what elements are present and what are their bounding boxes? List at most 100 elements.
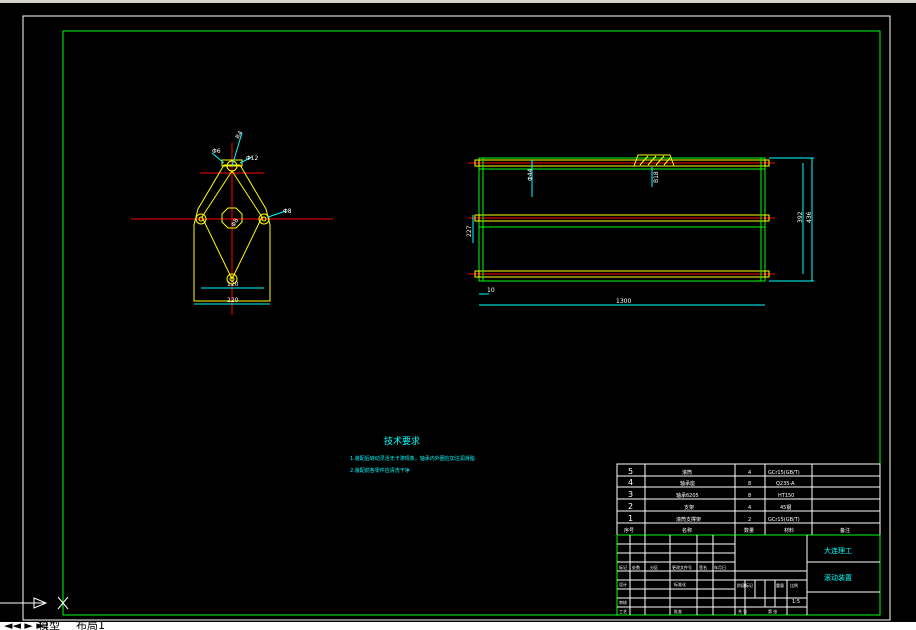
side-dim-slot: B18 [653,171,660,183]
side-dim-right-outer-label: 436 [806,211,813,223]
bom-row-1-qty: 2 [748,517,751,523]
tb-label-weight: 重量 [776,582,784,588]
tb-label-sign: 签名 [699,564,707,570]
bom-row-2-material: 45钢 [780,504,791,511]
bom-table[interactable]: 5 滚筒 4 GCr15(GB/T) 4 轴承座 8 Q235-A 3 轴承62… [616,463,881,536]
bom-row-1-material: GCr15(GB/T) [768,517,800,523]
ucs-x-arrow-icon [33,597,48,609]
front-hole-right-inner [261,216,267,222]
bom-header-name: 名称 [682,527,692,534]
tb-label-doc: 更改文件号 [672,564,692,570]
front-dim-side-hole: Φ8 [283,208,292,215]
ucs-icon [0,596,69,610]
tb-label-date: 年月日 [714,564,726,570]
bom-row-5-name: 滚筒 [682,469,692,476]
front-dim-slot: Φ6 [212,148,221,155]
side-dim-height-top: Φ44 [527,168,534,181]
front-center-octagon [221,207,243,229]
front-inner-diamond [201,170,263,281]
title-block[interactable]: 大连理工 滚动装置 标记 处数 分区 更改文件号 签名 年月日 设计 标准化 阶… [616,534,881,616]
bom-row-3-name: 轴承6205 [676,492,699,499]
bom-row-2-qty: 4 [748,505,751,511]
bom-row-2-name: 支架 [684,504,694,511]
front-hole-left-inner [198,216,204,222]
front-leader-hole [239,156,253,164]
tb-label-sheets: 共 张 [738,608,747,614]
notes-line-2: 2.装配前各零件应清洗干净 [350,467,410,474]
bom-row-4-no: 4 [628,478,633,487]
side-nut-ml [474,214,480,222]
bom-header-remark: 备注 [840,527,850,534]
side-nut-mr [764,214,770,222]
side-bracket-hatch-1 [639,155,649,166]
side-nut-tl [474,159,480,167]
notes-title: 技术要求 [384,435,420,447]
side-dim-height-mid: 227 [466,225,473,237]
tb-label-mark: 标记 [619,564,627,570]
front-hole-left [195,213,207,225]
bom-header-material: 材料 [784,527,794,534]
bom-row-1-no: 1 [628,514,633,523]
layout-tab-strip: ◄◄ ► ►| 模型 布局1 [0,622,916,630]
front-dim-bottom-inner: 120 [227,281,239,288]
tb-label-sheet: 第 张 [768,608,777,614]
window-top-edge [0,0,916,3]
tb-label-standard: 标准化 [674,581,686,587]
tb-label-review: 审核 [619,599,627,605]
side-nut-br [764,270,770,278]
bom-row-3-material: HT150 [778,493,794,499]
cad-canvas: R4 Φ6 Φ12 Φ8 Φ8 120 220 [0,15,891,621]
technical-requirements: 技术要求 1.装配后转动灵活无卡滞现象，轴承内外圈应加注润滑脂 2.装配前各零件… [350,435,475,474]
bom-header-no: 序号 [624,527,634,534]
tb-drawing-name: 滚动装置 [824,573,852,582]
front-dim-pin: R4 [234,130,244,141]
tb-label-stage: 阶段标记 [737,582,753,588]
side-frame-rect [478,157,766,282]
bom-row-5-qty: 4 [748,470,751,476]
tb-label-design: 设计 [619,581,627,587]
drawing-frame [62,30,881,616]
bom-row-4-material: Q235-A [776,481,795,487]
side-bracket-hatch-3 [655,155,665,166]
bom-header-qty: 数量 [744,527,754,534]
side-dim-right-inner-label: 392 [797,211,804,223]
tab-nav-arrows[interactable]: ◄◄ ► ►| [4,622,49,630]
side-nut-tr [764,159,770,167]
ucs-cross-b [57,596,69,610]
side-dim-total-length: 1300 [616,298,631,305]
bom-row-5-no: 5 [628,467,633,476]
tb-label-count: 处数 [632,564,640,570]
front-leader-slot [211,152,225,164]
front-dim-top-hole: Φ12 [246,155,259,162]
tb-label-approve: 批准 [674,608,682,614]
bom-row-4-qty: 8 [748,481,751,487]
tb-scale-value: 1:5 [792,599,800,605]
front-hole-bottom-inner [229,276,235,282]
side-top-bracket [633,154,675,167]
tab-layout-1[interactable]: 布局1 [76,622,105,630]
tab-model[interactable]: 模型 [38,622,60,630]
side-nut-bl [474,270,480,278]
tb-label-process: 工艺 [619,609,627,614]
notes-line-1: 1.装配后转动灵活无卡滞现象，轴承内外圈应加注润滑脂 [350,455,475,462]
side-bracket-hatch-2 [647,155,657,166]
cad-drawing-viewport[interactable]: R4 Φ6 Φ12 Φ8 Φ8 120 220 [0,3,916,622]
front-dim-center-hole: Φ8 [230,217,240,228]
bom-row-4-name: 轴承座 [680,480,695,487]
front-hole-right [258,213,270,225]
side-view[interactable]: Φ44 227 B18 392 436 10 1300 [466,154,814,306]
sheet-outer-border [22,15,891,621]
front-hole-bottom [226,273,238,285]
front-leader-side [267,210,287,218]
side-dim-end-offset: 10 [487,287,495,294]
tb-school: 大连理工 [824,546,852,555]
bom-row-1-name: 滚筒支撑架 [676,516,701,523]
front-dim-bottom-outer: 220 [227,297,239,304]
tb-label-zone: 分区 [650,564,658,570]
front-view[interactable]: R4 Φ6 Φ12 Φ8 Φ8 120 220 [131,130,333,315]
bom-row-3-qty: 8 [748,493,751,499]
bom-row-5-material: GCr15(GB/T) [768,470,800,476]
title-block-border [616,534,881,616]
bom-row-2-no: 2 [628,502,633,511]
bom-row-3-no: 3 [628,490,633,499]
